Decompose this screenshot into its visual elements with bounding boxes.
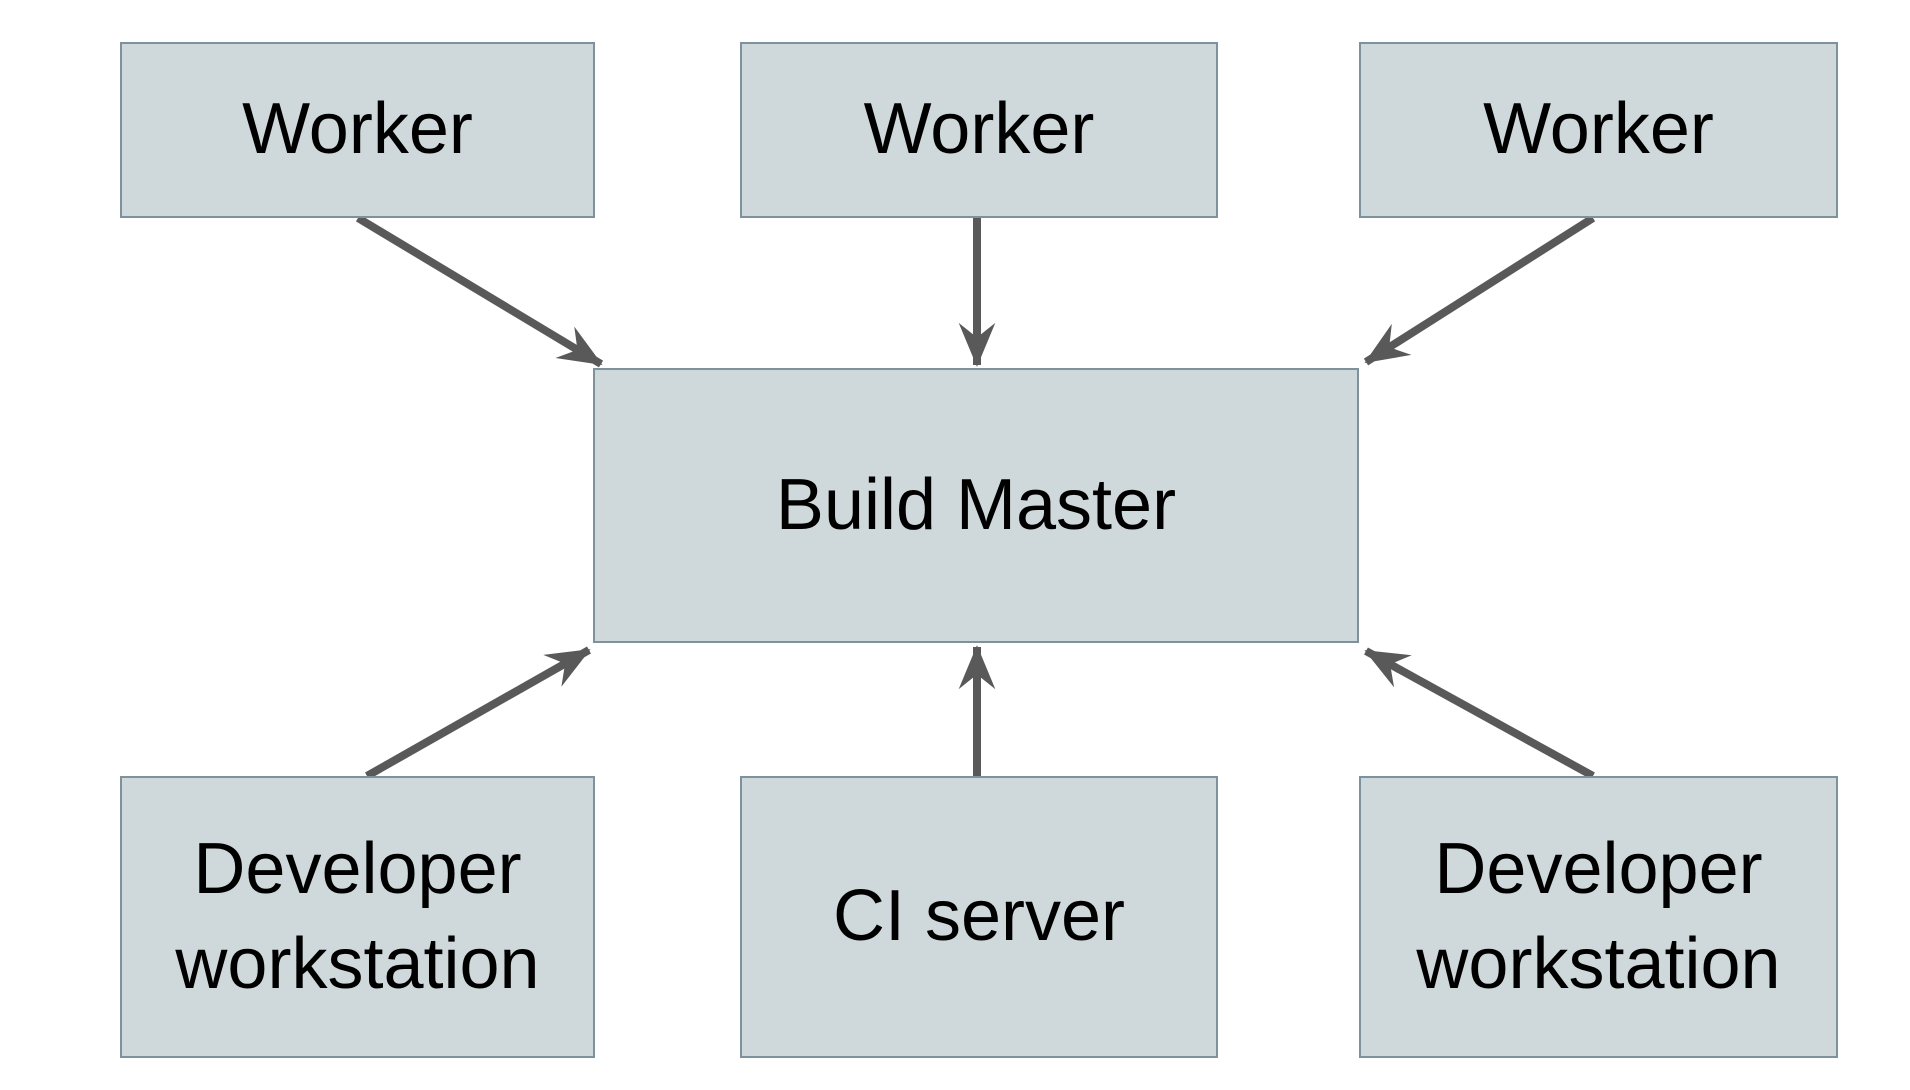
arrow-devws-right-to-build-master [1364,647,1595,780]
node-worker-3: Worker [1359,42,1838,218]
node-build-master-label: Build Master [775,464,1177,545]
node-worker-3-label: Worker [1483,89,1714,170]
node-developer-workstation-left: Developer workstation [120,776,595,1058]
arrow-worker3-to-build-master [1363,214,1596,366]
node-developer-workstation-left-label: Developer workstation [175,828,540,1004]
node-build-master: Build Master [593,368,1359,643]
arrow-devws-left-to-build-master [365,646,591,780]
node-worker-1-label: Worker [242,89,473,170]
node-worker-1: Worker [120,42,595,218]
node-ci-server-label: CI server [832,876,1126,957]
node-developer-workstation-right: Developer workstation [1359,776,1838,1058]
node-ci-server: CI server [740,776,1218,1058]
arrow-worker1-to-build-master [355,214,604,368]
node-worker-2: Worker [740,42,1218,218]
node-developer-workstation-right-label: Developer workstation [1416,828,1781,1004]
node-worker-2-label: Worker [863,89,1095,170]
